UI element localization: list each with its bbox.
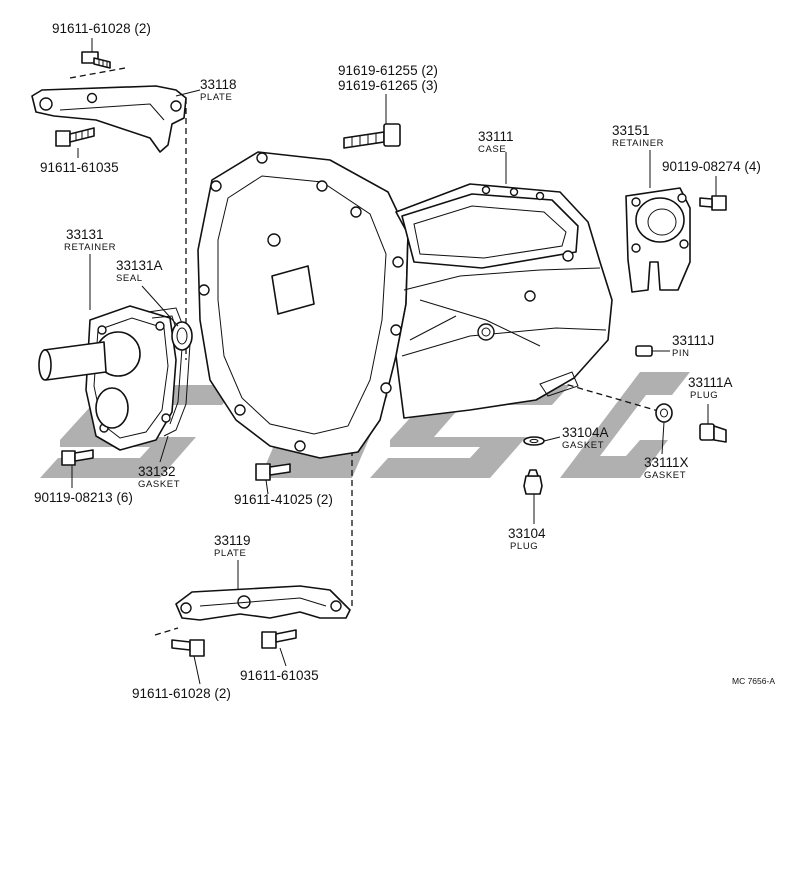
bolt-90119-08274 <box>699 195 727 211</box>
label-33111-name: CASE <box>478 144 506 155</box>
bolt-91611-41025 <box>255 463 291 481</box>
label-33131-name: RETAINER <box>64 242 116 253</box>
pin-33111J <box>635 345 653 357</box>
label-33111J-name: PIN <box>672 348 690 359</box>
label-33111X: 33111X <box>644 455 689 470</box>
label-33132-name: GASKET <box>138 479 180 490</box>
label-33104A-name: GASKET <box>562 440 604 451</box>
bolt-91611-61028-bottom <box>171 639 205 657</box>
label-33131: 33131 <box>66 227 104 242</box>
plate-33119 <box>175 585 351 621</box>
label-91611-61028-bottom: 91611-61028 (2) <box>132 686 231 701</box>
retainer-33151 <box>625 187 691 293</box>
label-33119: 33119 <box>214 533 251 548</box>
label-33111X-name: GASKET <box>644 470 686 481</box>
label-91611-61028-top: 91611-61028 (2) <box>52 21 151 36</box>
bolt-91611-61028-top <box>81 51 111 69</box>
gasket-33111X <box>655 403 673 423</box>
label-90119-08274: 90119-08274 (4) <box>662 159 761 174</box>
label-91611-61035-bottom: 91611-61035 <box>240 668 319 683</box>
bolt-90119-08213 <box>61 449 94 466</box>
label-33111J: 33111J <box>672 333 714 348</box>
gasket-33104A <box>523 436 545 446</box>
plate-33118 <box>31 85 187 153</box>
label-33111A: 33111A <box>688 375 733 390</box>
leader-lines <box>71 38 717 685</box>
label-91611-41025: 91611-41025 (2) <box>234 492 333 507</box>
label-33104: 33104 <box>508 526 546 541</box>
bolt-91619-61255 <box>343 123 401 149</box>
label-33111: 33111 <box>478 129 514 144</box>
retainer-33131 <box>38 305 177 451</box>
transmission-case-33111 <box>197 151 613 459</box>
plug-33111A <box>699 423 727 443</box>
label-33119-name: PLATE <box>214 548 246 559</box>
label-33118-name: PLATE <box>200 92 232 103</box>
part-labels: 91611-61028 (2) 33118 PLATE 91611-61035 … <box>34 21 775 701</box>
label-33104A: 33104A <box>562 425 609 440</box>
label-33131A-name: SEAL <box>116 273 143 284</box>
label-90119-08213: 90119-08213 (6) <box>34 490 133 505</box>
label-33131A: 33131A <box>116 258 163 273</box>
seal-33131A <box>171 321 193 351</box>
assembly-guide-lines <box>69 67 663 636</box>
bolt-91611-61035-top <box>55 127 95 147</box>
label-33118: 33118 <box>200 77 237 92</box>
plug-33104 <box>523 469 543 495</box>
label-33132: 33132 <box>138 464 176 479</box>
label-91611-61035-top: 91611-61035 <box>40 160 119 175</box>
label-33151-name: RETAINER <box>612 138 664 149</box>
label-33104-name: PLUG <box>510 541 538 552</box>
bolt-91611-61035-bottom <box>261 629 297 649</box>
label-91619-61255: 91619-61255 (2) <box>338 63 438 78</box>
label-33151: 33151 <box>612 123 650 138</box>
label-91619-61265: 91619-61265 (3) <box>338 78 438 93</box>
label-33111A-name: PLUG <box>690 390 718 401</box>
diagram-reference-code: MC 7656-A <box>732 676 775 686</box>
